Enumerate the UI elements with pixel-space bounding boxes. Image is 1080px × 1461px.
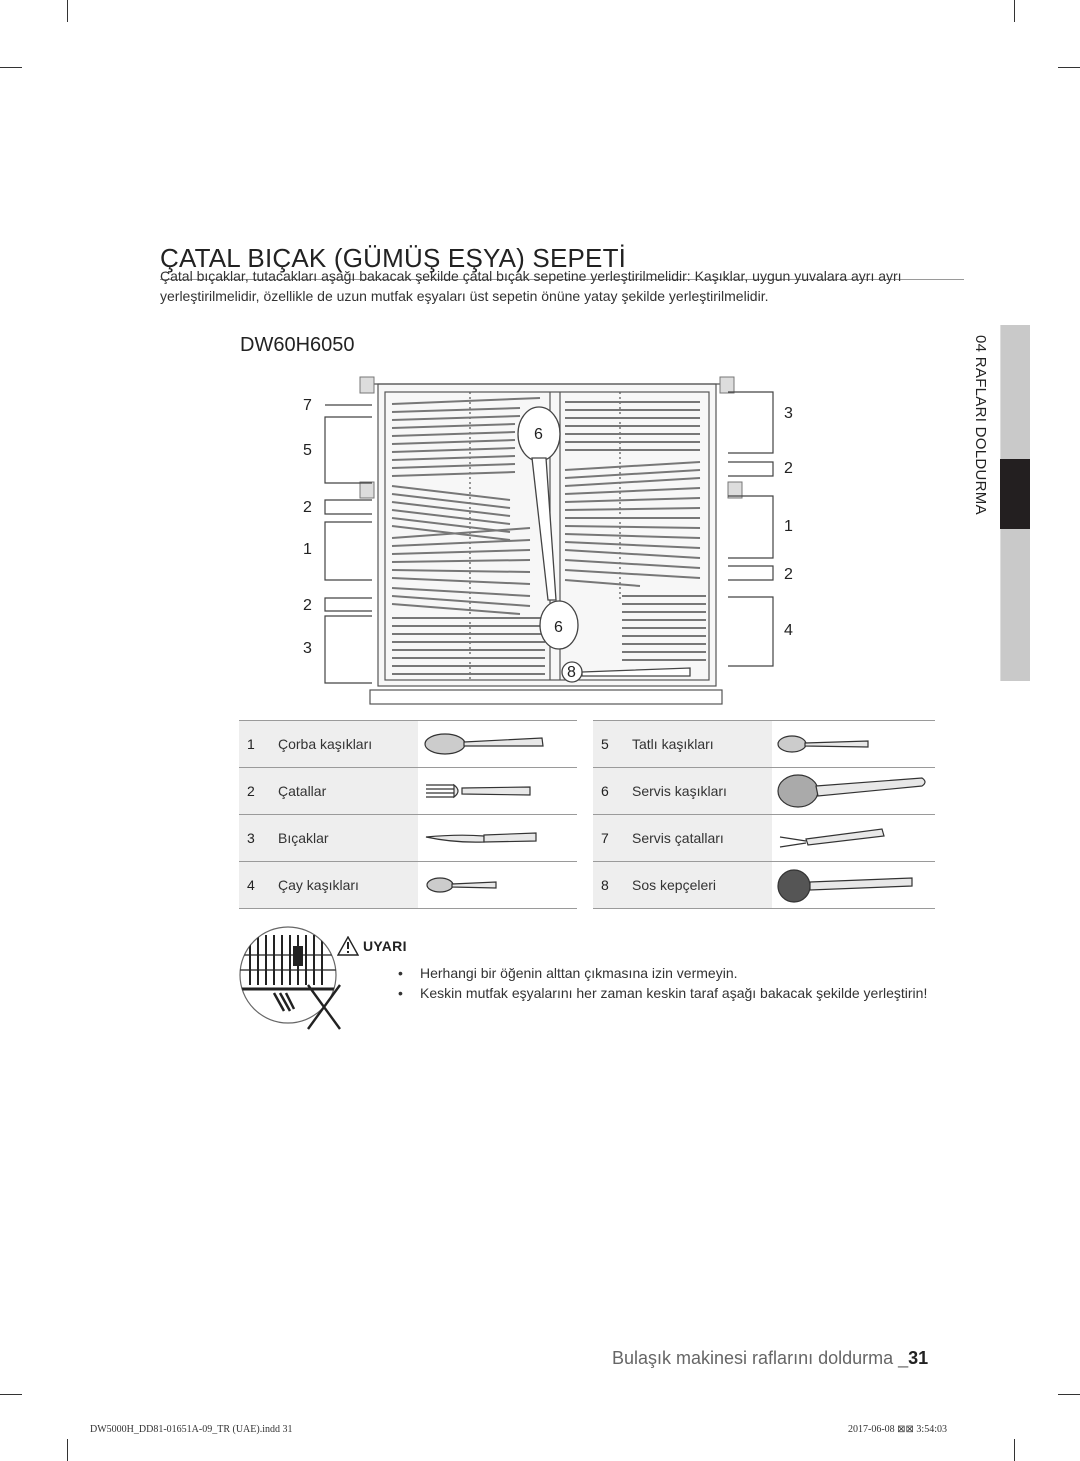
warning-item: Herhangi bir öğenin alttan çıkmasına izi…: [398, 963, 938, 983]
warning-illustration: [239, 926, 341, 1030]
model-number: DW60H6050: [240, 334, 355, 356]
callout-left: 2: [303, 499, 312, 516]
table-row: 7 Servis çatalları: [593, 815, 935, 862]
warning-item: Keskin mutfak eşyalarını her zaman keski…: [398, 983, 938, 1003]
part-name: Çatallar: [278, 783, 327, 799]
crop-mark: [67, 1439, 68, 1461]
callout-right: 2: [784, 460, 793, 477]
crop-mark: [0, 67, 22, 68]
part-name: Sos kepçeleri: [632, 877, 717, 893]
parts-table-left: 1 Çorba kaşıkları 2 Çatallar 3 Bıçaklar …: [239, 720, 577, 909]
part-number: 1: [247, 736, 255, 752]
callout-left: 7: [303, 397, 312, 414]
crop-mark: [67, 0, 68, 22]
part-name: Servis kaşıkları: [632, 783, 727, 799]
chapter-marker: [1000, 459, 1030, 529]
print-slug-file: DW5000H_DD81-01651A-09_TR (UAE).indd 31: [90, 1424, 293, 1435]
crop-mark: [1058, 1394, 1080, 1395]
part-number: 3: [247, 830, 255, 846]
callout-right: 2: [784, 566, 793, 583]
soup-spoon-icon: [424, 733, 544, 755]
page-number: 31: [908, 1348, 929, 1368]
crop-mark: [1058, 67, 1080, 68]
chapter-label: 04 RAFLARI DOLDURMA: [972, 335, 989, 515]
footer-title: Bulaşık makinesi raflarını doldurma _: [612, 1348, 909, 1368]
knife-icon: [425, 832, 537, 843]
crop-mark: [1014, 0, 1015, 22]
serving-fork-icon: [779, 828, 885, 848]
part-name: Çorba kaşıkları: [278, 736, 373, 752]
callout-right: 3: [784, 405, 793, 422]
chapter-side-tab: 04 RAFLARI DOLDURMA: [968, 325, 1030, 681]
callout-inner: 6: [554, 619, 563, 636]
part-name: Tatlı kaşıkları: [632, 736, 714, 752]
part-number: 2: [247, 783, 255, 799]
parts-table-right: 5 Tatlı kaşıkları 6 Servis kaşıkları 7 S…: [593, 720, 935, 909]
part-name: Bıçaklar: [278, 830, 329, 846]
table-row: 6 Servis kaşıkları: [593, 768, 935, 815]
table-row: 3 Bıçaklar: [239, 815, 577, 862]
table-row: 1 Çorba kaşıkları: [239, 720, 577, 768]
page-footer: Bulaşık makinesi raflarını doldurma _31: [612, 1348, 928, 1369]
warning-list: Herhangi bir öğenin alttan çıkmasına izi…: [398, 963, 938, 1003]
intro-text: Çatal bıçaklar, tutacakları aşağı bakaca…: [160, 268, 902, 304]
table-row: 2 Çatallar: [239, 768, 577, 815]
callout-inner: 6: [534, 426, 543, 443]
callout-right: 4: [784, 622, 793, 639]
gravy-ladle-icon: [777, 869, 913, 903]
table-row: 5 Tatlı kaşıkları: [593, 720, 935, 768]
callout-right: 1: [784, 518, 793, 535]
part-number: 4: [247, 877, 255, 893]
crop-mark: [1014, 1439, 1015, 1461]
callout-inner: 8: [567, 664, 576, 681]
part-name: Servis çatalları: [632, 830, 724, 846]
warning-title: UYARI: [363, 938, 407, 954]
table-row: 4 Çay kaşıkları: [239, 862, 577, 909]
tea-spoon-icon: [426, 877, 497, 893]
callout-left: 3: [303, 640, 312, 657]
callout-left: 1: [303, 541, 312, 558]
part-name: Çay kaşıkları: [278, 877, 359, 893]
callout-left: 2: [303, 597, 312, 614]
section-title: ÇATAL BIÇAK (GÜMÜŞ EŞYA) SEPETİ: [160, 243, 964, 281]
fork-icon: [426, 783, 531, 799]
callout-left: 5: [303, 442, 312, 459]
cutlery-basket-diagram: [324, 376, 774, 705]
crop-mark: [0, 1394, 22, 1395]
dessert-spoon-icon: [777, 735, 869, 753]
part-number: 5: [601, 736, 609, 752]
part-number: 8: [601, 877, 609, 893]
part-number: 7: [601, 830, 609, 846]
print-slug-date: 2017-06-08 ⊠⊠ 3:54:03: [848, 1424, 947, 1435]
part-number: 6: [601, 783, 609, 799]
table-row: 8 Sos kepçeleri: [593, 862, 935, 909]
warning-triangle-icon: [337, 936, 359, 956]
serving-spoon-icon: [777, 774, 926, 808]
